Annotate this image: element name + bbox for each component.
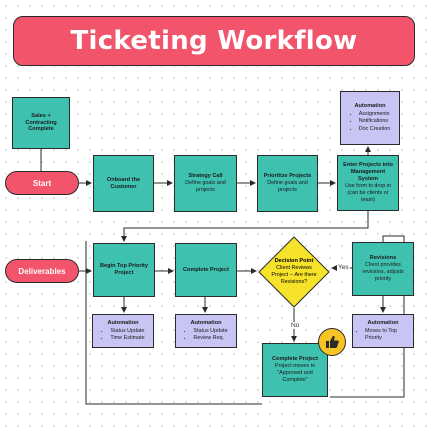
edge-enter-begin: [121, 211, 369, 242]
automation-top-item: Assignments: [359, 111, 390, 118]
node-prioritize-sub: Define goals and projects: [267, 180, 308, 193]
node-complete-final-sub: Project moves to "Approved and Complete": [274, 363, 316, 383]
node-strategy-sub: Define goals and projects: [185, 180, 226, 193]
node-revisions-title: Revisions: [369, 255, 397, 262]
title-banner: Ticketing Workflow: [13, 16, 415, 66]
node-enter: Enter Projects into Management System Us…: [337, 155, 399, 211]
start-pill: Start: [5, 171, 79, 195]
node-automation-top: Automation Assignments Notifications Doc…: [340, 91, 400, 145]
automation-complete-item: Review Req.: [193, 335, 227, 342]
deliverables-label: Deliverables: [18, 266, 66, 276]
node-begin: Begin Top Priority Project: [93, 243, 155, 297]
node-enter-title: Enter Projects into Management System: [343, 162, 393, 183]
node-complete-final: Complete Project Project moves to "Appro…: [262, 343, 328, 397]
node-onboard-title: Onboard the Customer: [106, 176, 141, 190]
automation-complete-item: Status Update: [193, 328, 227, 335]
automation-top-item: Notifications: [359, 118, 390, 125]
node-automation-top-title: Automation: [354, 103, 386, 110]
node-begin-title: Begin Top Priority Project: [99, 263, 149, 276]
node-complete-title: Complete Project: [182, 266, 229, 273]
node-onboard: Onboard the Customer: [93, 155, 154, 212]
automation-revisions-item: Moves to Top Priority: [365, 328, 410, 342]
automation-begin-list: Status Update Time Estimate: [101, 328, 144, 342]
node-automation-revisions: Automation Moves to Top Priority: [352, 314, 414, 348]
node-enter-sub: Use form to drop in (can be clients or t…: [345, 183, 391, 203]
node-strategy: Strategy Call Define goals and projects: [174, 155, 237, 212]
node-prioritize: Prioritize Projects Define goals and pro…: [257, 155, 318, 212]
node-decision: Decision Point Client Reviews Project --…: [270, 252, 318, 292]
automation-begin-item: Status Update: [110, 328, 144, 335]
node-decision-sub: Client Reviews Project -- Are there Revi…: [271, 265, 317, 285]
node-decision-title: Decision Point: [274, 258, 314, 265]
thumbs-up-glyph: [326, 335, 339, 348]
node-automation-complete-title: Automation: [190, 319, 222, 326]
decision-diamond: [258, 236, 330, 308]
edge-label-yes: Yes: [337, 264, 350, 271]
node-automation-begin-title: Automation: [107, 319, 139, 326]
node-sales-title: Sales + Contracting Complete: [25, 112, 57, 133]
edge-revisions-loop: [330, 235, 405, 398]
node-sales: Sales + Contracting Complete: [12, 97, 70, 149]
edge-final-loop: [85, 241, 262, 405]
diagram-title: Ticketing Workflow: [70, 26, 358, 56]
node-prioritize-title: Prioritize Projects: [263, 173, 312, 180]
automation-revisions-list: Moves to Top Priority: [356, 328, 410, 342]
node-revisions-sub: Client provides revisions, adjusts prior…: [362, 262, 404, 282]
automation-top-item: Doc Creation: [359, 126, 390, 133]
node-complete: Complete Project: [175, 243, 237, 297]
start-label: Start: [32, 178, 52, 188]
node-automation-complete: Automation Status Update Review Req.: [175, 314, 237, 348]
automation-top-list: Assignments Notifications Doc Creation: [350, 111, 390, 132]
deliverables-pill: Deliverables: [5, 259, 79, 283]
automation-complete-list: Status Update Review Req.: [184, 328, 227, 342]
node-complete-final-title: Complete Project: [271, 356, 318, 363]
node-strategy-title: Strategy Call: [188, 173, 223, 180]
node-automation-revisions-title: Automation: [367, 319, 399, 326]
edge-label-no: No: [290, 322, 301, 329]
automation-begin-item: Time Estimate: [110, 335, 144, 342]
node-automation-begin: Automation Status Update Time Estimate: [92, 314, 154, 348]
thumbs-up-icon: [318, 328, 346, 356]
node-revisions: Revisions Client provides revisions, adj…: [352, 242, 414, 296]
